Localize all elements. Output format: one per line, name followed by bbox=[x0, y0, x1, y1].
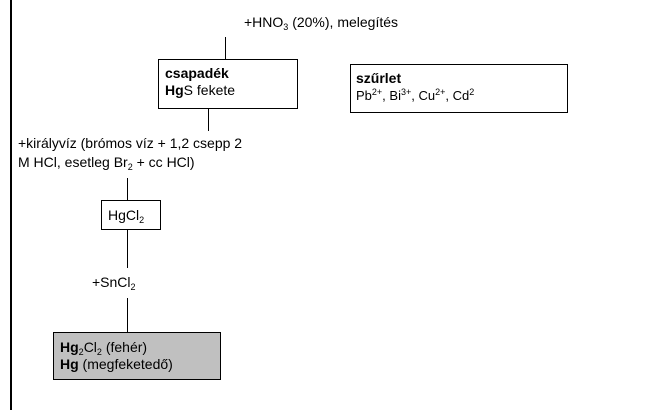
result-box: Hg2Cl2 (fehér) Hg (megfeketedő) bbox=[53, 332, 221, 380]
connector-precipitate-to-reagent bbox=[208, 109, 209, 131]
ion-pb: Pb2+, bbox=[356, 87, 390, 104]
connector-hgcl2-to-sncl2 bbox=[127, 230, 128, 268]
filtrate-ions: Pb2+, Bi3+, Cu2+, Cd2 bbox=[356, 87, 567, 104]
precipitate-content: HgS fekete bbox=[165, 82, 236, 98]
precipitate-title: csapadék bbox=[165, 65, 229, 81]
connector-reagent-to-hgcl2 bbox=[127, 178, 128, 200]
result-line1: Hg2Cl2 (fehér) bbox=[60, 339, 148, 357]
precipitate-box: csapadék HgS fekete bbox=[158, 59, 298, 109]
sncl2-reagent-label: +SnCl2 bbox=[92, 274, 136, 292]
aqua-regia-line1: +királyvíz (brómos víz + 1,2 csepp 2 bbox=[18, 135, 243, 151]
top-reagent-label: +HNO3 (20%), melegítés bbox=[244, 14, 399, 32]
result-line2: Hg (megfeketedő) bbox=[60, 356, 173, 372]
connector-top-to-precipitate bbox=[225, 37, 226, 59]
ion-cd: Cd2 bbox=[452, 87, 475, 104]
left-border bbox=[10, 0, 12, 410]
connector-sncl2-to-result bbox=[127, 298, 128, 332]
filtrate-box: szűrlet Pb2+, Bi3+, Cu2+, Cd2 bbox=[350, 64, 568, 113]
hgcl2-box: HgCl2 bbox=[101, 200, 161, 230]
ion-bi: Bi3+, bbox=[389, 87, 419, 104]
ion-cu: Cu2+, bbox=[418, 87, 453, 104]
aqua-regia-label: +királyvíz (brómos víz + 1,2 csepp 2 M H… bbox=[18, 134, 242, 172]
aqua-regia-line2: M HCl, esetleg Br2 + cc HCl) bbox=[18, 154, 195, 172]
filtrate-title: szűrlet bbox=[356, 70, 402, 86]
